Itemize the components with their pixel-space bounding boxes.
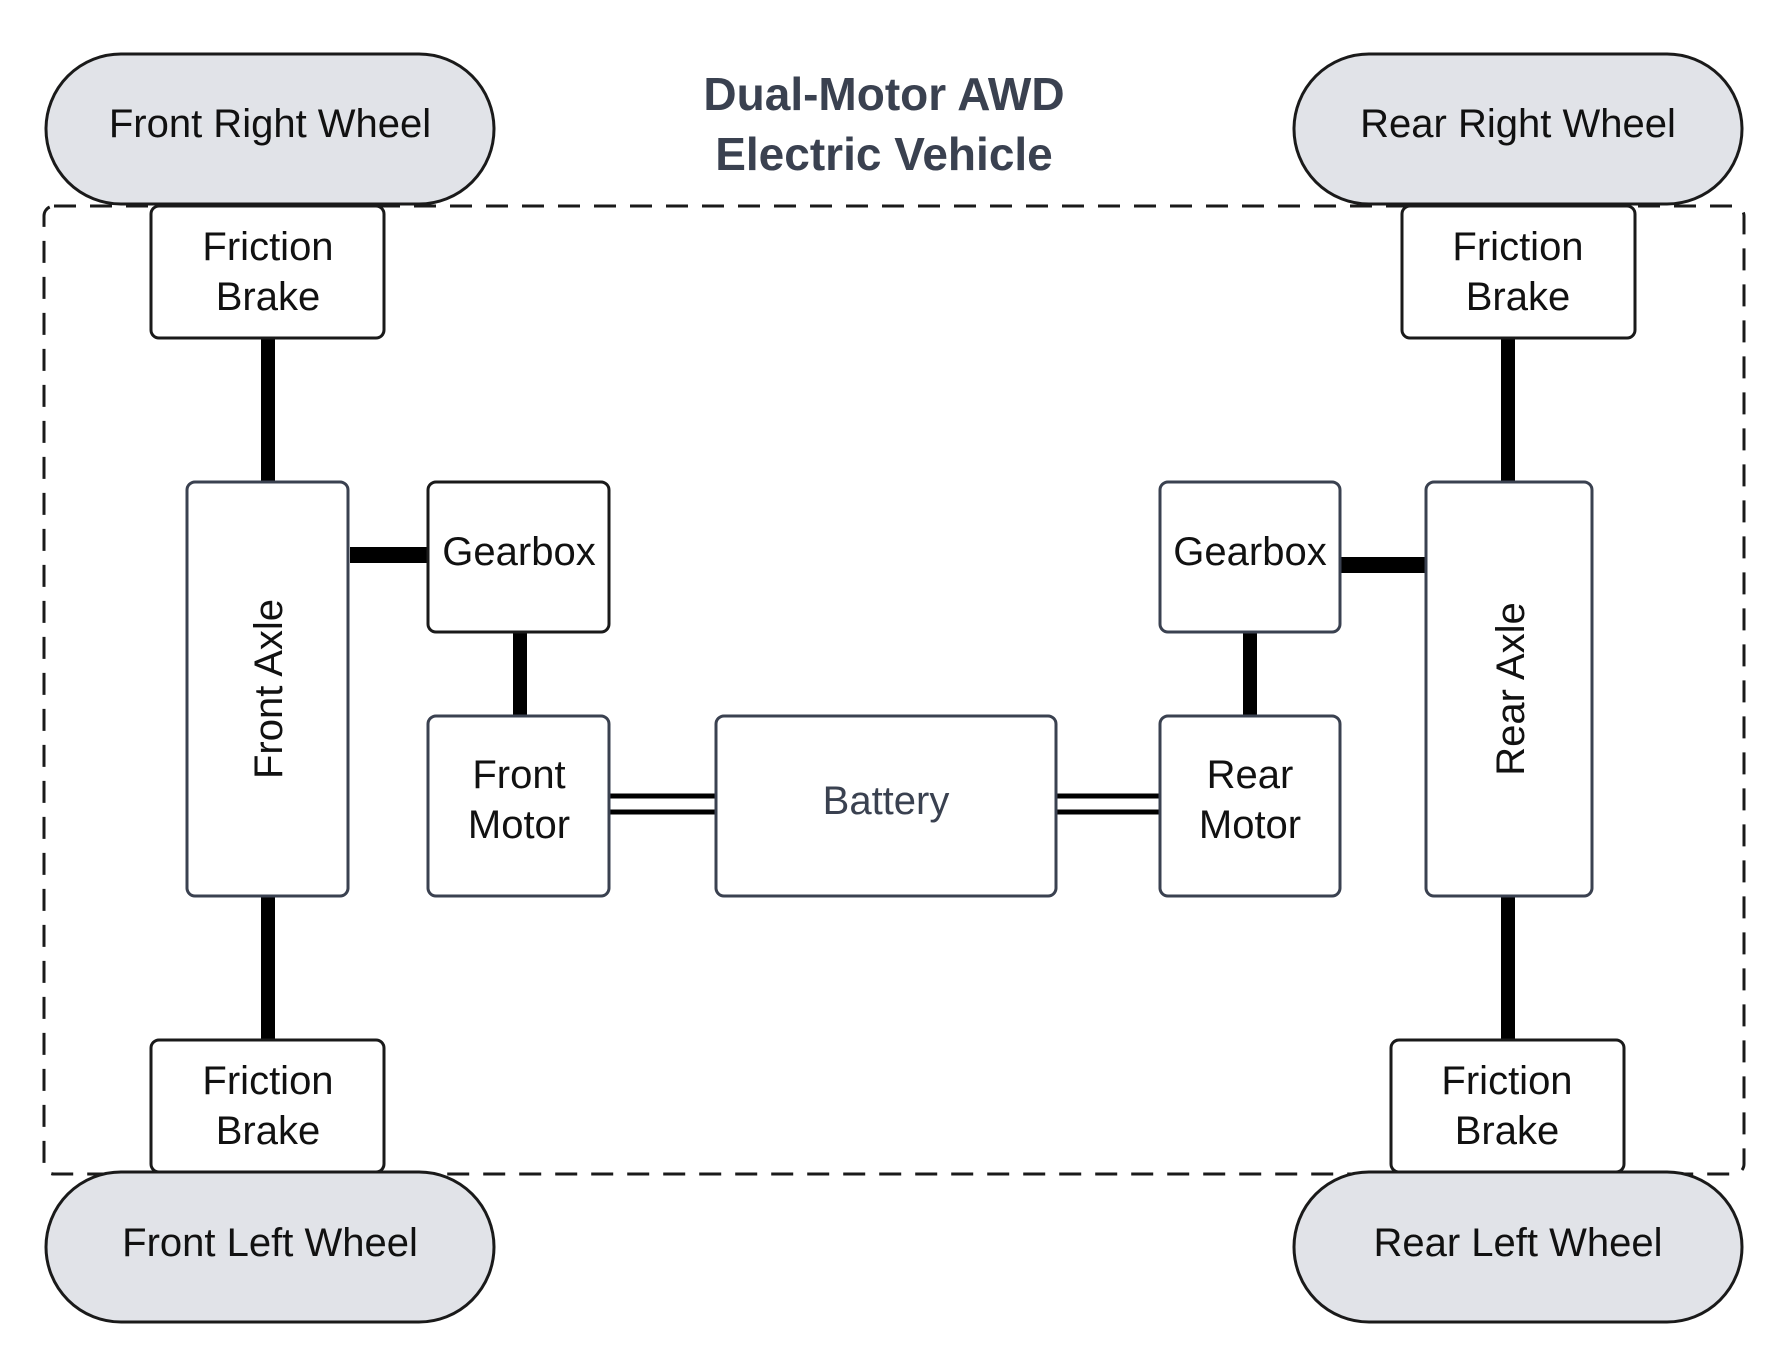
rear-motor: Rear Motor xyxy=(1158,714,1342,898)
front-motor-line-1: Front xyxy=(472,753,565,797)
front-gearbox-label: Gearbox xyxy=(442,530,595,574)
wheel-rear-left-label: Rear Left Wheel xyxy=(1373,1221,1662,1265)
brake-front-left-line-2: Brake xyxy=(216,1109,321,1153)
rear-gearbox-label: Gearbox xyxy=(1173,530,1326,574)
rear-axle: Rear Axle xyxy=(1424,480,1594,898)
title-line-2: Electric Vehicle xyxy=(715,128,1053,180)
title-line-1: Dual-Motor AWD xyxy=(703,68,1064,120)
electrical-links xyxy=(609,793,1160,815)
brake-rear-left-line-2: Brake xyxy=(1455,1109,1560,1153)
brake-front-right-line-1: Friction xyxy=(202,225,333,269)
front-gearbox: Gearbox xyxy=(426,480,611,634)
wheel-rear-right-label: Rear Right Wheel xyxy=(1360,102,1676,146)
rear-motor-line-2: Motor xyxy=(1199,803,1301,847)
wheel-rear-left: Rear Left Wheel xyxy=(1292,1170,1744,1324)
mechanical-links xyxy=(261,338,1515,1040)
brake-front-left-line-1: Friction xyxy=(202,1059,333,1103)
rear-motor-line-1: Rear xyxy=(1207,753,1294,797)
brake-front-left: Friction Brake xyxy=(149,1038,386,1174)
front-axle: Front Axle xyxy=(185,480,350,898)
brake-front-right: Friction Brake xyxy=(149,204,386,340)
wheel-front-right-label: Front Right Wheel xyxy=(109,102,431,146)
battery-label: Battery xyxy=(823,779,950,823)
brake-rear-right-line-1: Friction xyxy=(1452,225,1583,269)
battery: Battery xyxy=(714,714,1058,898)
wheel-front-right: Front Right Wheel xyxy=(44,52,496,206)
brake-rear-left-line-1: Friction xyxy=(1441,1059,1572,1103)
brake-rear-left: Friction Brake xyxy=(1389,1038,1626,1174)
rear-gearbox: Gearbox xyxy=(1158,480,1342,634)
front-motor: Front Motor xyxy=(426,714,611,898)
wheel-rear-right: Rear Right Wheel xyxy=(1292,52,1744,206)
wheel-front-left-label: Front Left Wheel xyxy=(122,1221,418,1265)
chassis-boundary xyxy=(42,204,1746,1176)
brake-rear-right: Friction Brake xyxy=(1400,204,1637,340)
brake-rear-right-line-2: Brake xyxy=(1466,275,1571,319)
wheel-front-left: Front Left Wheel xyxy=(44,1170,496,1324)
rear-axle-label: Rear Axle xyxy=(1489,602,1533,775)
front-motor-line-2: Motor xyxy=(468,803,570,847)
diagram-title: Dual-Motor AWD Electric Vehicle xyxy=(703,68,1064,180)
front-axle-label: Front Axle xyxy=(247,599,291,779)
brake-front-right-line-2: Brake xyxy=(216,275,321,319)
